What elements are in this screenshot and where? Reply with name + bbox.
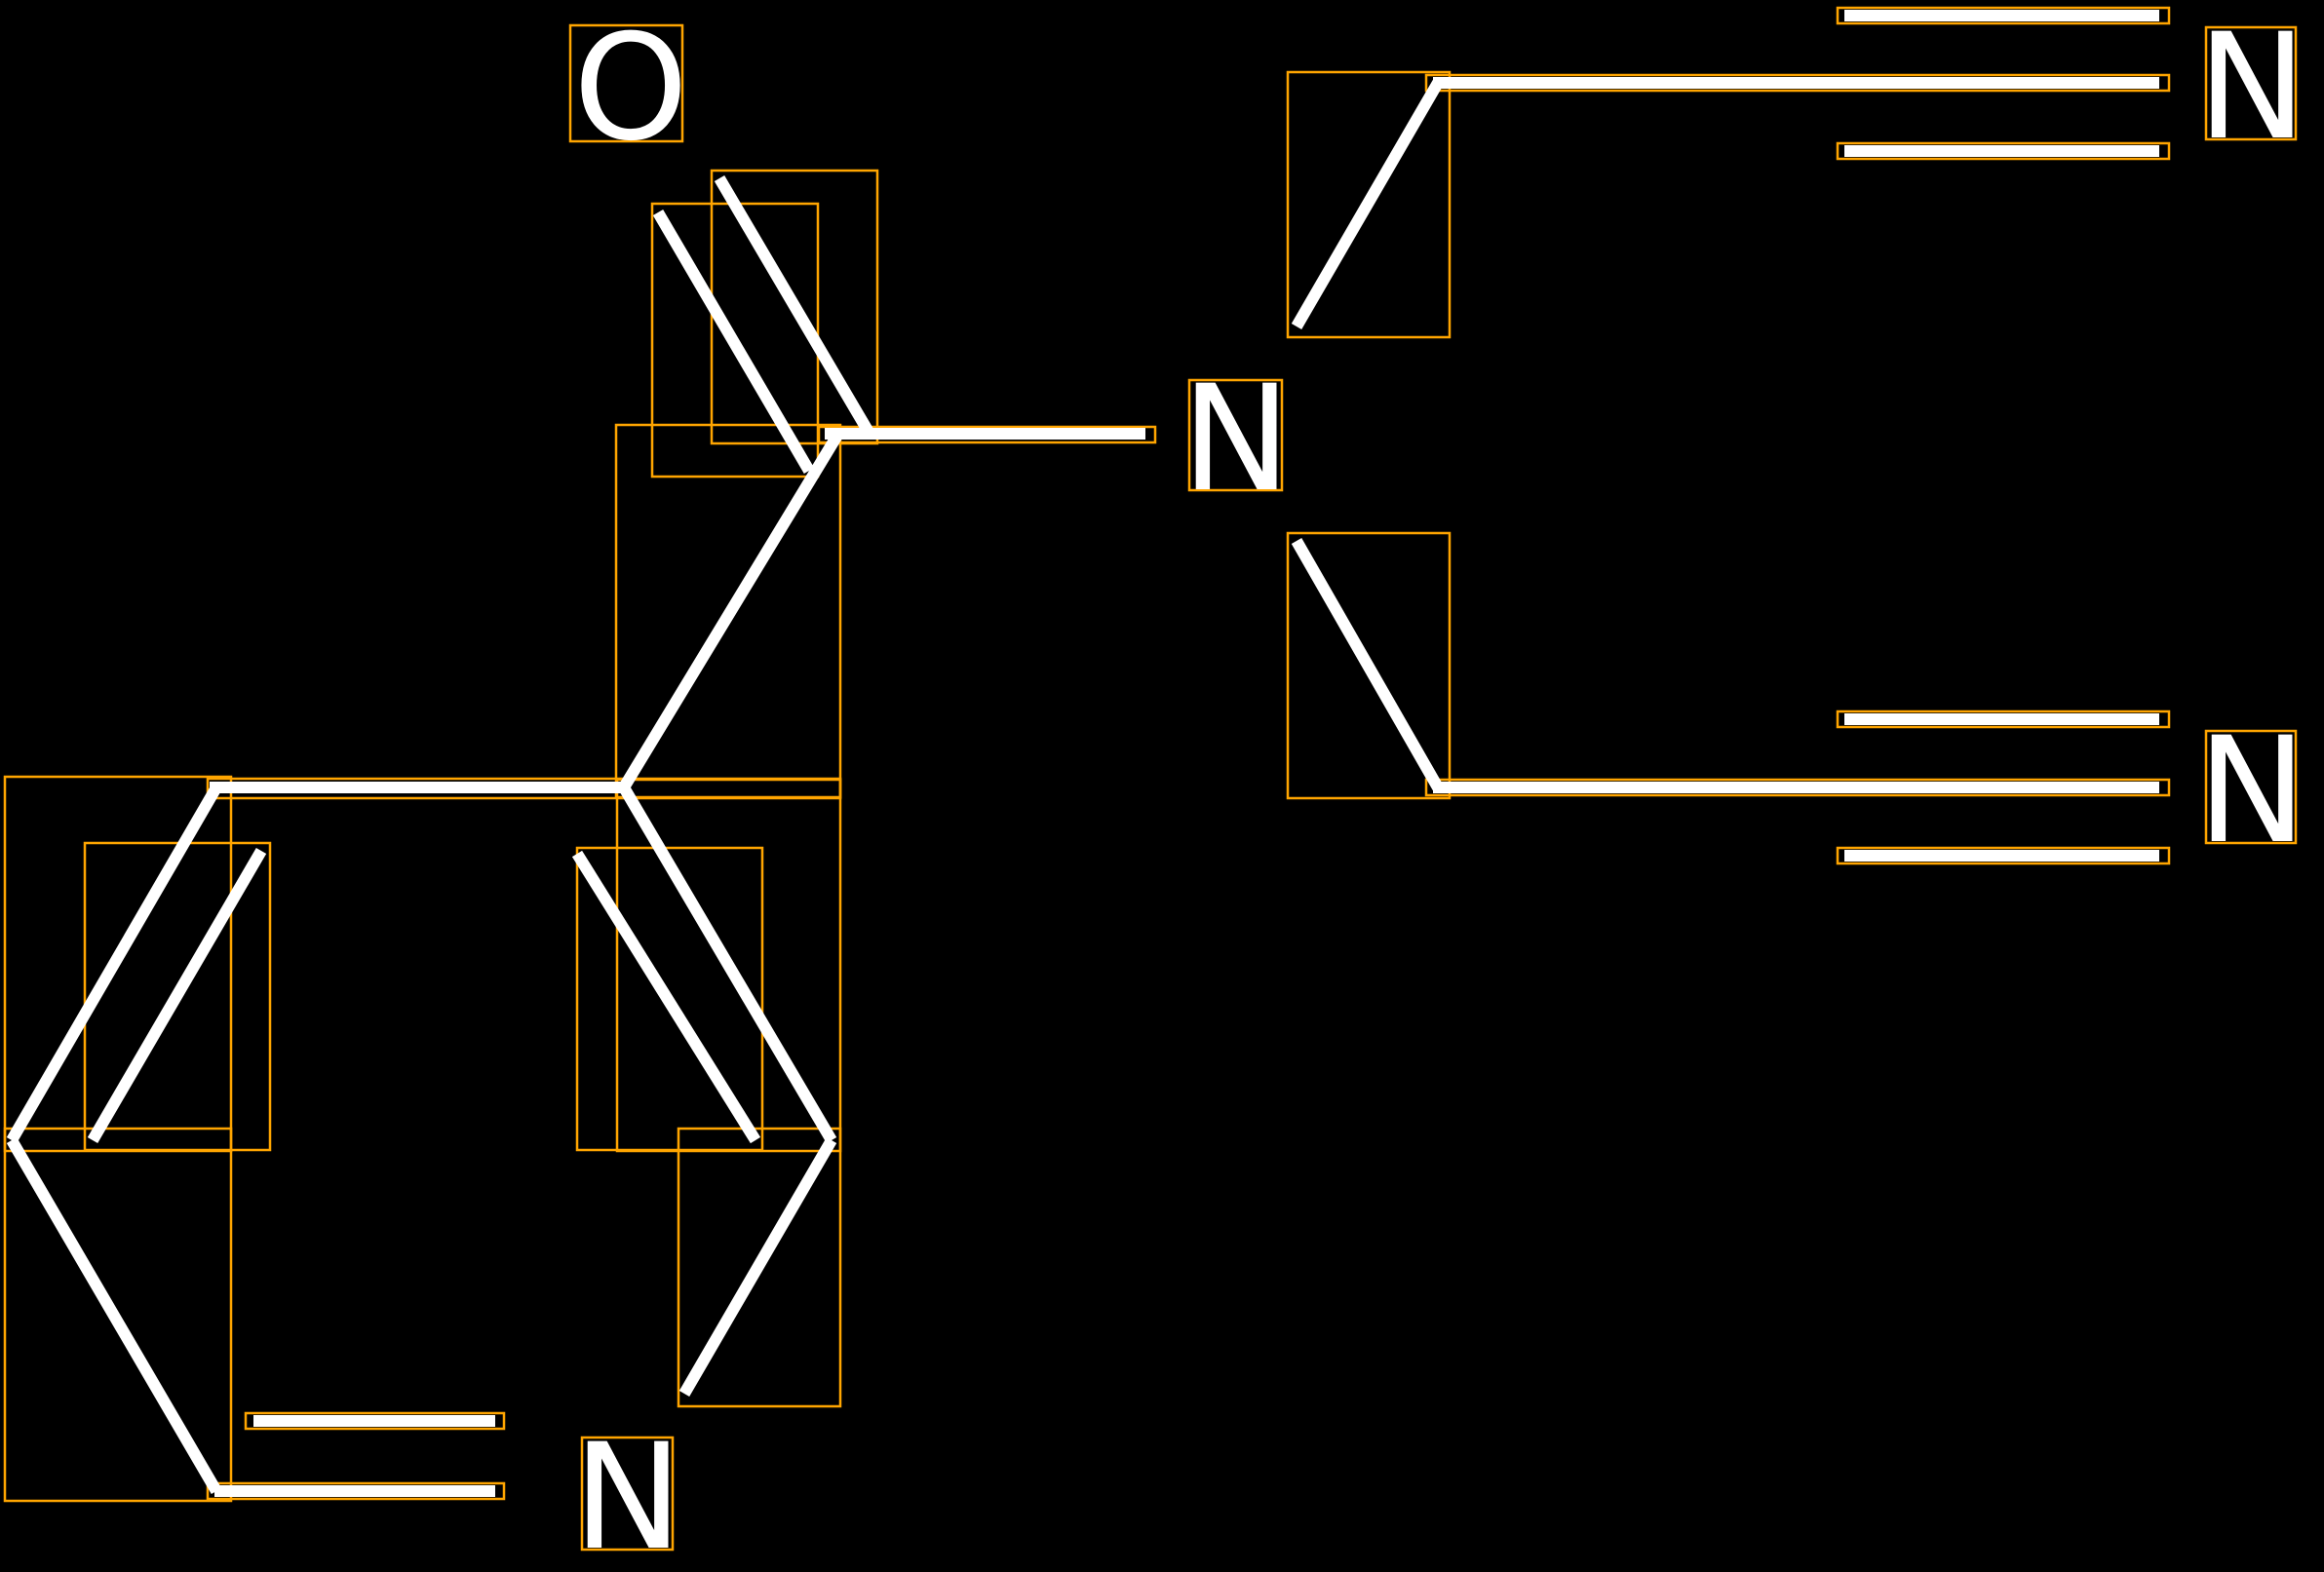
bond (1291, 79, 1444, 330)
bond (6, 784, 222, 1144)
bond (6, 1136, 222, 1495)
atom-labels: O N N N N (573, 3, 2306, 1572)
bond (618, 784, 837, 1144)
atom-label-nitrogen: N (2197, 707, 2306, 876)
bonds (6, 10, 2159, 1497)
atom-label-nitrogen: N (573, 1413, 682, 1572)
bond (652, 209, 815, 475)
bond (618, 430, 844, 791)
atom-label-nitrogen: N (1181, 355, 1291, 524)
bond (678, 1136, 837, 1398)
atom-label-oxygen: O (573, 4, 688, 173)
bond (87, 847, 267, 1144)
bond (714, 174, 875, 438)
bounding-boxes (3, 6, 2298, 1552)
bond (571, 850, 761, 1144)
bond (1291, 538, 1444, 790)
atom-label-nitrogen: N (2197, 3, 2306, 173)
